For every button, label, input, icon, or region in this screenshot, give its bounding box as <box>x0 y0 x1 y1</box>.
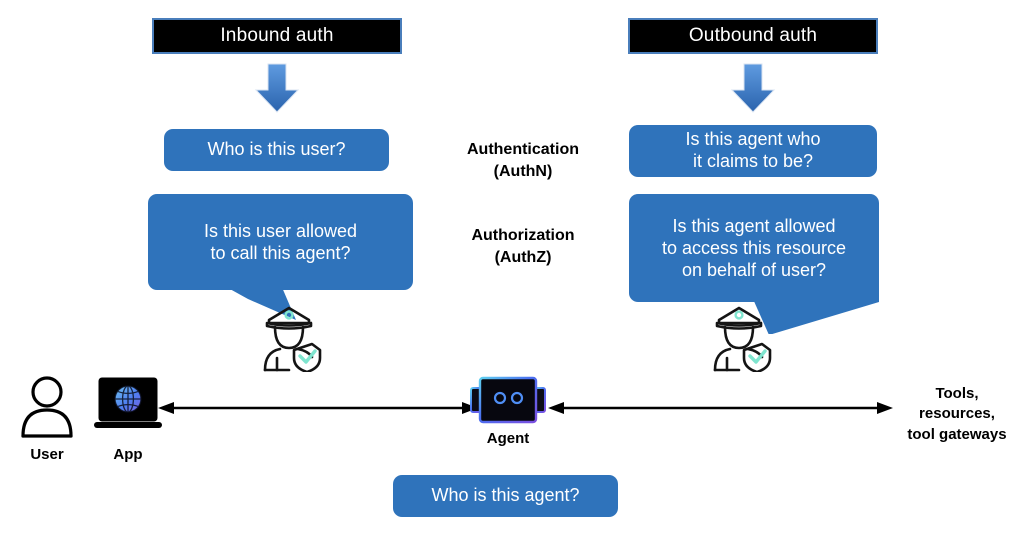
security-guard-shield-icon-inbound <box>256 302 324 374</box>
bubble-inbound-authz: Is this user allowed to call this agent? <box>148 194 413 290</box>
connector-agent-tools <box>548 396 893 420</box>
bubble-outbound-authn: Is this agent who it claims to be? <box>629 125 877 177</box>
user-icon <box>20 376 74 438</box>
down-arrow-icon-inbound <box>252 62 302 114</box>
header-banner-inbound: Inbound auth <box>152 18 402 54</box>
bubble-outbound-authz: Is this agent allowed to access this res… <box>629 194 879 302</box>
bubble-inbound-authz-wrap: Is this user allowed to call this agent? <box>148 194 413 334</box>
center-label-authn: Authentication (AuthN) <box>467 141 579 180</box>
node-caption-app: App <box>113 446 143 463</box>
tools-resources-label: Tools, resources, tool gateways <box>907 385 1007 443</box>
node-caption-agent: Agent <box>486 430 530 447</box>
bubble-agent-identity: Who is this agent? <box>393 475 618 517</box>
robot-icon <box>469 374 547 426</box>
down-arrow-icon-outbound <box>728 62 778 114</box>
header-banner-outbound: Outbound auth <box>628 18 878 54</box>
node-caption-user: User <box>30 446 64 463</box>
bubble-inbound-authn: Who is this user? <box>164 129 389 171</box>
security-guard-shield-icon-outbound <box>706 302 774 374</box>
bubble-outbound-authz-wrap: Is this agent allowed to access this res… <box>629 194 879 334</box>
center-label-authz: Authorization (AuthZ) <box>471 227 575 266</box>
connector-app-agent <box>158 396 478 420</box>
laptop-globe-icon <box>92 376 164 438</box>
